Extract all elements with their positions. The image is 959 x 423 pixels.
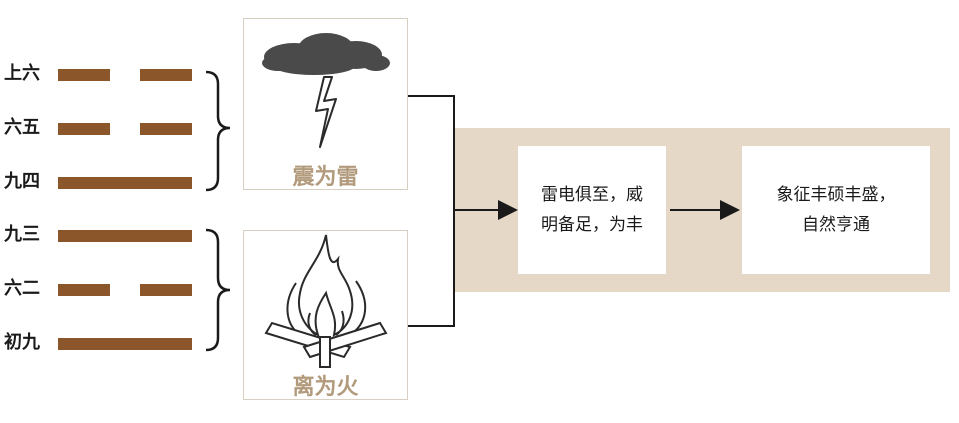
line-label-second: 六二 — [4, 278, 40, 299]
line-label-fourth: 九四 — [4, 171, 40, 192]
upper-trigram-name: 震为雷 — [292, 165, 359, 190]
upper-brace — [205, 70, 231, 192]
lower-brace — [205, 228, 231, 352]
line-label-third: 九三 — [4, 224, 40, 245]
hexagram-line-1-seg-1 — [58, 69, 110, 81]
fire-icon — [264, 234, 388, 368]
hexagram-line-1-seg-2 — [140, 69, 192, 81]
meaning-box: 雷电俱至，威 明备足，为丰 — [518, 146, 666, 274]
line-label-fifth: 六五 — [4, 117, 40, 138]
hexagram-line-2-seg-2 — [140, 123, 192, 135]
meaning-line1: 雷电俱至，威 — [541, 185, 643, 205]
symbol-line1: 象征丰硕丰盛， — [776, 185, 896, 205]
upper-trigram-card: 震为雷 — [243, 18, 408, 190]
symbol-box: 象征丰硕丰盛， 自然亨通 — [742, 146, 930, 274]
symbol-line2: 自然亨通 — [802, 215, 870, 235]
lower-connector — [408, 210, 455, 327]
lower-trigram-name: 离为火 — [292, 375, 359, 400]
lower-trigram-card: 离为火 — [243, 230, 408, 400]
hexagram-line-3 — [58, 177, 192, 189]
hexagram-line-5-seg-2 — [140, 284, 192, 296]
hexagram-line-4 — [58, 230, 192, 242]
thunder-cloud-icon — [262, 33, 390, 148]
hexagram-line-5-seg-1 — [58, 284, 110, 296]
upper-connector — [408, 95, 455, 210]
hexagram-line-6 — [58, 338, 192, 350]
hexagram-line-2-seg-1 — [58, 123, 110, 135]
line-label-top: 上六 — [4, 63, 40, 84]
meaning-line2: 明备足，为丰 — [541, 215, 643, 235]
line-label-first: 初九 — [4, 332, 40, 353]
